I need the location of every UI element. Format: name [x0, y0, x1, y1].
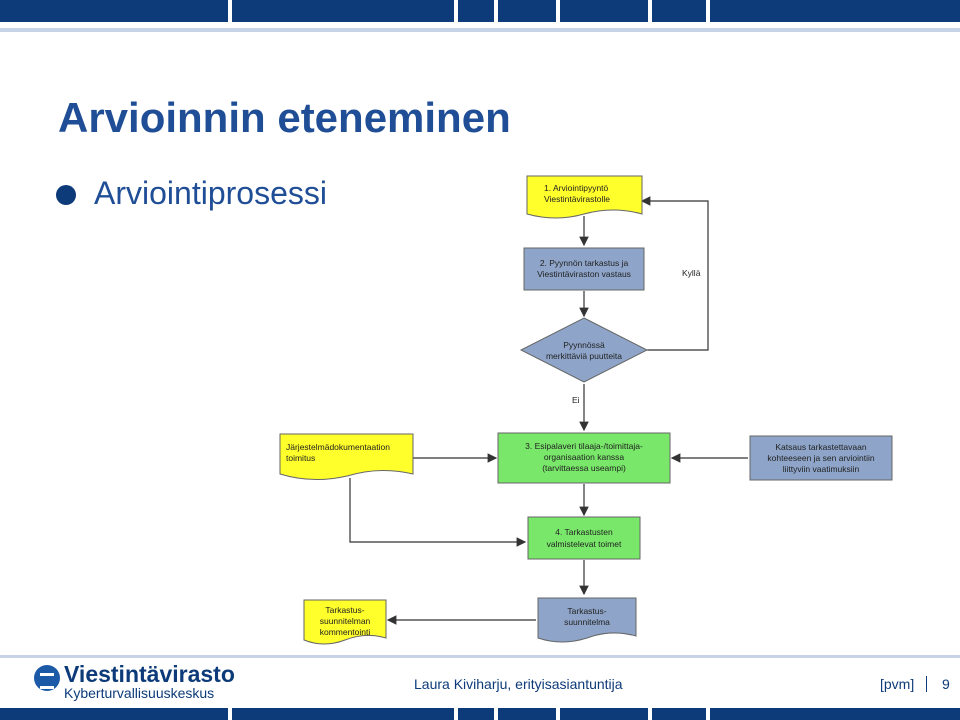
top-divider-line: [0, 28, 960, 32]
process-flowchart: 1. Arviointipyyntö Viestintävirastolle 2…: [279, 175, 893, 645]
doc-system-documentation: Järjestelmädokumentaation toimitus: [279, 433, 414, 481]
bullet-dot-icon: [56, 185, 76, 205]
node-3-pre-meeting: 3. Esipalaveri tilaaja-/toimittaja- orga…: [497, 432, 671, 484]
node-2-review: 2. Pyynnön tarkastus ja Viestintävirasto…: [523, 247, 645, 291]
slide-title: Arvioinnin eteneminen: [58, 94, 511, 141]
svg-text:4. Tarkastusten: 4. Tarkastusten: [555, 527, 613, 537]
svg-text:Tarkastus-: Tarkastus-: [325, 605, 364, 615]
label-yes: Kyllä: [682, 268, 701, 278]
footer-divider-line: [0, 655, 960, 658]
svg-text:liittyviin vaatimuksiin: liittyviin vaatimuksiin: [783, 464, 860, 474]
svg-text:suunnitelman: suunnitelman: [320, 616, 371, 626]
doc-inspection-plan: Tarkastus- suunnitelma: [537, 597, 637, 643]
svg-text:Viestintävirastolle: Viestintävirastolle: [544, 194, 610, 204]
page-number: 9: [942, 676, 950, 692]
svg-text:3. Esipalaveri tilaaja-/toimit: 3. Esipalaveri tilaaja-/toimittaja-: [525, 441, 643, 451]
footer-date: [pvm]: [880, 676, 915, 692]
arrow-doc-to-4: [349, 478, 527, 547]
svg-text:kommentointi: kommentointi: [320, 627, 371, 637]
footer-author: Laura Kiviharju, erityisasiantuntija: [414, 676, 623, 692]
footer-separator: [926, 676, 927, 692]
svg-text:1. Arviointipyyntö: 1. Arviointipyyntö: [544, 183, 609, 193]
arrow-yes-loop: [640, 196, 709, 351]
top-decor-bar: [0, 0, 960, 22]
decision-deficiencies: Pyynnössä merkittäviä puutteita: [519, 317, 649, 383]
label-no: Ei: [572, 395, 580, 405]
bottom-decor-bar: [0, 708, 960, 720]
viestintavirasto-logo: Viestintävirasto Kyberturvallisuuskeskus: [34, 661, 235, 703]
node-4-preparation: 4. Tarkastusten valmistelevat toimet: [527, 516, 641, 560]
svg-text:Tarkastus-: Tarkastus-: [567, 606, 606, 616]
node-target-review: Katsaus tarkastettavaan kohteeseen ja se…: [749, 435, 893, 481]
logo-name: Viestintävirasto: [64, 661, 235, 687]
svg-text:Järjestelmädokumentaation: Järjestelmädokumentaation: [286, 442, 390, 452]
bullet-text: Arviointiprosessi: [94, 175, 327, 211]
svg-text:Pyynnössä: Pyynnössä: [563, 340, 605, 350]
svg-text:valmistelevat toimet: valmistelevat toimet: [547, 539, 622, 549]
svg-text:Viestintäviraston vastaus: Viestintäviraston vastaus: [537, 269, 631, 279]
svg-text:toimitus: toimitus: [286, 453, 315, 463]
svg-text:2. Pyynnön tarkastus ja: 2. Pyynnön tarkastus ja: [540, 258, 629, 268]
svg-text:organisaation kanssa: organisaation kanssa: [544, 452, 625, 462]
logo-subtitle: Kyberturvallisuuskeskus: [64, 685, 215, 701]
svg-text:suunnitelma: suunnitelma: [564, 617, 610, 627]
svg-text:merkittäviä puutteita: merkittäviä puutteita: [546, 351, 622, 361]
logo-icon: [34, 665, 60, 691]
svg-text:Katsaus tarkastettavaan: Katsaus tarkastettavaan: [775, 442, 866, 452]
node-1-request: 1. Arviointipyyntö Viestintävirastolle: [526, 175, 643, 219]
doc-plan-comments: Tarkastus- suunnitelman kommentointi: [303, 599, 387, 645]
svg-text:kohteeseen ja sen arviointiin: kohteeseen ja sen arviointiin: [767, 453, 875, 463]
svg-text:(tarvittaessa useampi): (tarvittaessa useampi): [542, 463, 626, 473]
